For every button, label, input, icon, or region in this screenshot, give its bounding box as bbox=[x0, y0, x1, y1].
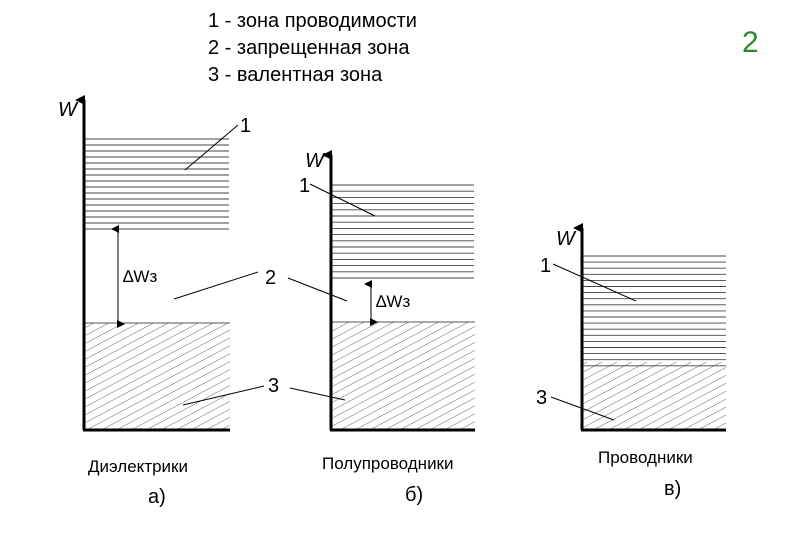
valence-band bbox=[582, 362, 726, 430]
leader-line bbox=[173, 271, 259, 300]
conduction-band bbox=[331, 184, 474, 279]
conduction-band bbox=[84, 138, 229, 230]
label-valence: 3 bbox=[268, 375, 279, 397]
legend: 1 - зона проводимости 2 - запрещенная зо… bbox=[208, 8, 417, 89]
legend-item-forbidden: 2 - запрещенная зона bbox=[208, 37, 410, 59]
label-forbidden: 2 bbox=[265, 267, 276, 289]
letter-a: а) bbox=[148, 486, 166, 508]
leader-line bbox=[287, 277, 348, 302]
label-conduction: 1 bbox=[540, 255, 551, 277]
panel-conductor: W 1 3 bbox=[536, 223, 726, 432]
panel-dielectric: W ∆Wз 1 2 3 bbox=[58, 95, 348, 432]
valence-band bbox=[331, 322, 475, 430]
axis-label-w: W bbox=[58, 99, 79, 121]
leader-line bbox=[552, 263, 637, 302]
caption-dielectric: Диэлектрики bbox=[88, 457, 188, 476]
valence-band bbox=[84, 323, 230, 430]
letter-b: б) bbox=[405, 484, 424, 506]
axis-label-w: W bbox=[556, 228, 577, 250]
legend-item-conduction: 1 - зона проводимости bbox=[208, 10, 417, 32]
conduction-band bbox=[582, 255, 726, 367]
panel-semiconductor: W ∆Wз 1 bbox=[299, 150, 475, 432]
leader-line bbox=[182, 385, 265, 406]
gap-label: ∆Wз bbox=[123, 267, 157, 286]
caption-conductor: Проводники bbox=[598, 448, 693, 467]
caption-semiconductor: Полупроводники bbox=[322, 454, 454, 473]
legend-item-valence: 3 - валентная зона bbox=[208, 64, 383, 86]
label-valence: 3 bbox=[536, 387, 547, 409]
slide-number: 2 bbox=[742, 26, 759, 59]
gap-label: ∆Wз bbox=[376, 292, 410, 311]
leader-line bbox=[184, 124, 239, 171]
leader-line bbox=[550, 396, 615, 421]
leader-line bbox=[309, 183, 376, 217]
axis-label-w: W bbox=[305, 150, 326, 172]
label-conduction: 1 bbox=[240, 115, 251, 137]
label-conduction: 1 bbox=[299, 175, 310, 197]
letter-v: в) bbox=[664, 478, 682, 500]
